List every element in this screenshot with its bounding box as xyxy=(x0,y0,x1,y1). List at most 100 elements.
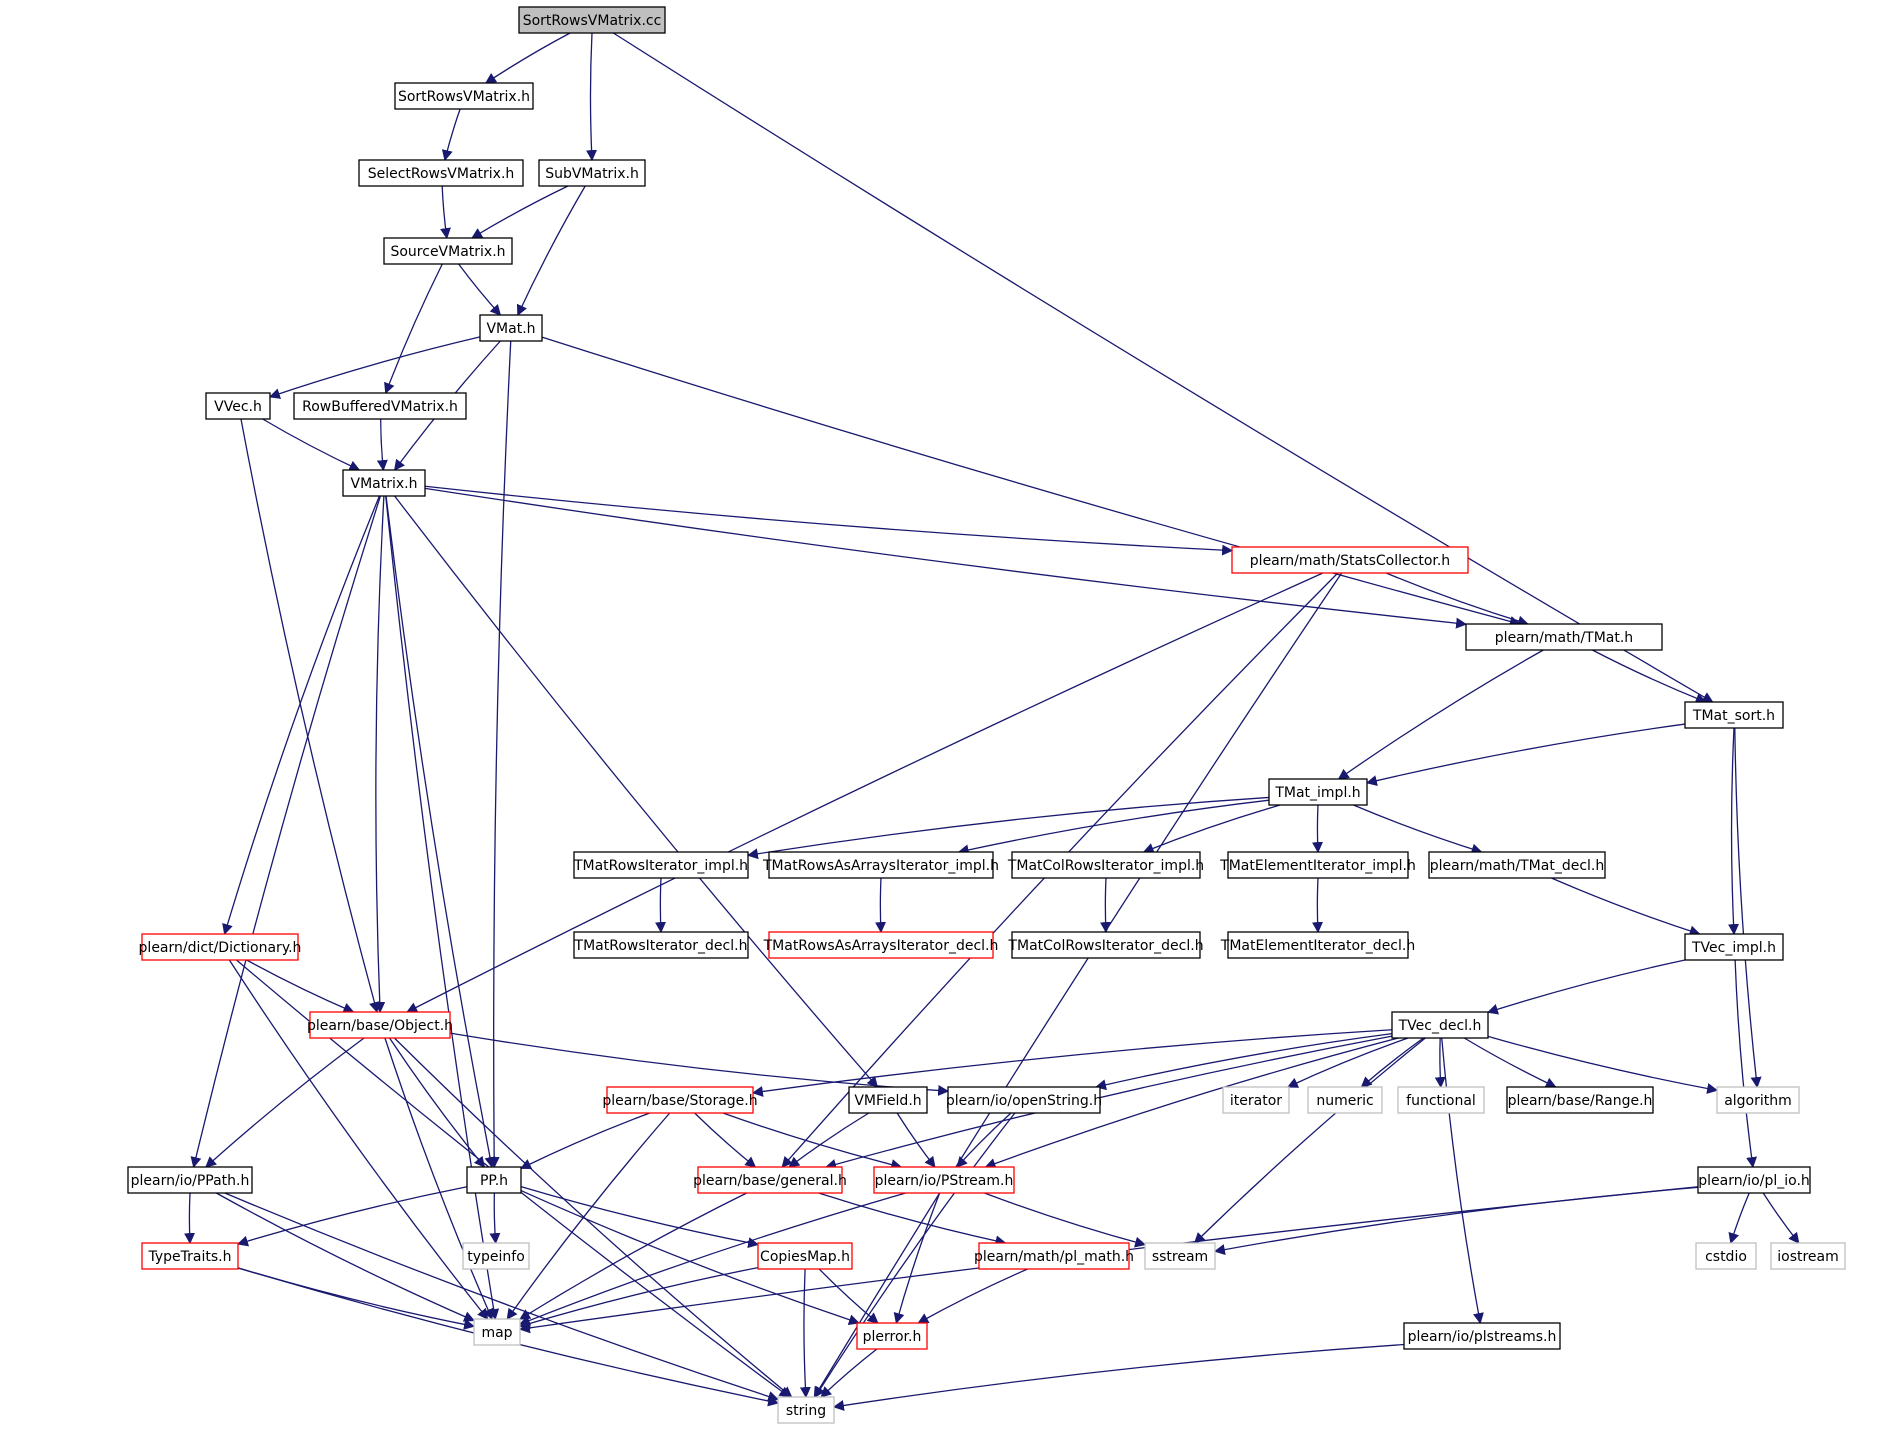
node-dict[interactable]: plearn/dict/Dictionary.h xyxy=(139,933,302,961)
node-storage[interactable]: plearn/base/Storage.h xyxy=(602,1086,758,1114)
edge-vmfield-to-general xyxy=(788,1112,870,1168)
node-box xyxy=(358,159,524,187)
node-tmatdecl[interactable]: plearn/math/TMat_decl.h xyxy=(1428,851,1606,879)
edge-plio-to-sstream xyxy=(1213,1186,1699,1256)
edge-selectrows-to-source xyxy=(440,185,451,240)
node-box xyxy=(466,1166,522,1194)
node-typeinfo: typeinfo xyxy=(462,1242,530,1270)
edge-tmat-to-tmatsort xyxy=(1592,649,1707,704)
node-label: plearn/math/StatsCollector.h xyxy=(1250,553,1450,569)
edge-tvecdecl-to-algorithm xyxy=(1487,1035,1719,1094)
node-vmfield[interactable]: VMField.h xyxy=(848,1086,928,1114)
edge-vmatrix-to-dict xyxy=(222,495,381,936)
node-label: RowBufferedVMatrix.h xyxy=(302,399,458,415)
node-source[interactable]: SourceVMatrix.h xyxy=(383,237,513,265)
node-tvecdecl[interactable]: TVec_decl.h xyxy=(1391,1011,1489,1039)
node-openstr[interactable]: plearn/io/openString.h xyxy=(946,1086,1102,1114)
node-box xyxy=(518,6,666,34)
edge-tvecdecl-to-pstream xyxy=(984,1037,1399,1169)
node-label: TVec_impl.h xyxy=(1691,940,1776,956)
node-box xyxy=(1695,1242,1757,1270)
node-label: plearn/dict/Dictionary.h xyxy=(139,940,302,956)
edge-vmatrix-to-map xyxy=(385,495,500,1321)
node-functional: functional xyxy=(1397,1086,1485,1114)
node-rowsiterdecl[interactable]: TMatRowsIterator_decl.h xyxy=(573,931,749,959)
edge-object-to-map xyxy=(384,1037,494,1321)
edge-tmatimpl-to-colrowsimpl xyxy=(1142,804,1281,854)
node-tmat[interactable]: plearn/math/TMat.h xyxy=(1465,623,1663,651)
edge-plio-to-cstdio xyxy=(1728,1192,1750,1245)
node-label: SortRowsVMatrix.h xyxy=(398,89,530,105)
node-algorithm: algorithm xyxy=(1716,1086,1800,1114)
node-vmat[interactable]: VMat.h xyxy=(479,314,543,342)
node-label: TMatColRowsIterator_decl.h xyxy=(1007,938,1203,954)
node-range[interactable]: plearn/base/Range.h xyxy=(1506,1086,1654,1114)
node-subv[interactable]: SubVMatrix.h xyxy=(538,159,646,187)
edge-object-to-pp xyxy=(389,1037,486,1168)
node-label: SortRowsVMatrix.cc xyxy=(523,13,662,29)
node-plerror[interactable]: plerror.h xyxy=(856,1322,928,1350)
node-label: plearn/io/plstreams.h xyxy=(1408,1329,1557,1345)
node-label: sstream xyxy=(1152,1249,1208,1265)
node-box xyxy=(768,931,994,959)
node-map: map xyxy=(473,1318,521,1346)
edge-root-to-sortrowsh xyxy=(484,32,571,84)
edge-storage-to-pp xyxy=(520,1112,651,1169)
node-colrowsdecl[interactable]: TMatColRowsIterator_decl.h xyxy=(1007,931,1204,959)
node-label: plearn/io/PPath.h xyxy=(131,1173,250,1189)
node-label: TMatElementIterator_impl.h xyxy=(1219,858,1416,874)
node-rowsiterimpl[interactable]: TMatRowsIterator_impl.h xyxy=(573,851,749,879)
node-rowbuf[interactable]: RowBufferedVMatrix.h xyxy=(293,392,467,420)
node-iterator: iterator xyxy=(1222,1086,1290,1114)
node-tmatimpl[interactable]: TMat_impl.h xyxy=(1268,778,1368,806)
node-label: TMat_sort.h xyxy=(1692,708,1775,724)
node-elemimpl[interactable]: TMatElementIterator_impl.h xyxy=(1219,851,1416,879)
node-rowsasdecl[interactable]: TMatRowsAsArraysIterator_decl.h xyxy=(763,931,999,959)
node-general[interactable]: plearn/base/general.h xyxy=(693,1166,847,1194)
edge-object-to-ppath xyxy=(205,1037,365,1168)
node-box xyxy=(1465,623,1663,651)
node-stats[interactable]: plearn/math/StatsCollector.h xyxy=(1231,546,1469,574)
node-pstream[interactable]: plearn/io/PStream.h xyxy=(873,1166,1015,1194)
node-elemdecl[interactable]: TMatElementIterator_decl.h xyxy=(1220,931,1415,959)
edge-stats-to-object xyxy=(406,572,1324,1013)
node-label: numeric xyxy=(1316,1093,1373,1109)
node-box xyxy=(293,392,467,420)
node-label: plearn/base/Storage.h xyxy=(602,1093,757,1109)
edge-tmatdecl-to-tvecimpl xyxy=(1551,877,1701,937)
node-label: TypeTraits.h xyxy=(148,1249,232,1265)
node-label: plearn/math/TMat_decl.h xyxy=(1430,858,1604,874)
node-box xyxy=(473,1318,521,1346)
edge-pp-to-typetraits xyxy=(236,1186,468,1247)
edge-vmatrix-to-object xyxy=(374,495,386,1014)
node-colrowsimpl[interactable]: TMatColRowsIterator_impl.h xyxy=(1007,851,1204,879)
node-typetraits[interactable]: TypeTraits.h xyxy=(141,1242,239,1270)
edge-openstr-to-pstream xyxy=(956,1112,1012,1168)
node-rowsasimpl[interactable]: TMatRowsAsArraysIterator_impl.h xyxy=(762,851,999,879)
node-pp[interactable]: PP.h xyxy=(466,1166,522,1194)
node-root[interactable]: SortRowsVMatrix.cc xyxy=(518,6,666,34)
node-label: typeinfo xyxy=(467,1249,525,1265)
node-plmath[interactable]: plearn/math/pl_math.h xyxy=(974,1242,1134,1270)
node-box xyxy=(697,1166,843,1194)
node-label: CopiesMap.h xyxy=(760,1249,850,1265)
edge-ppath-to-map xyxy=(215,1192,476,1322)
node-tvecimpl[interactable]: TVec_impl.h xyxy=(1684,933,1784,961)
node-plstreams[interactable]: plearn/io/plstreams.h xyxy=(1403,1322,1561,1350)
node-object[interactable]: plearn/base/Object.h xyxy=(307,1011,453,1039)
node-sortrowsh[interactable]: SortRowsVMatrix.h xyxy=(394,82,534,110)
node-copiesmap[interactable]: CopiesMap.h xyxy=(757,1242,853,1270)
node-box xyxy=(538,159,646,187)
node-box xyxy=(873,1166,1015,1194)
node-label: TVec_decl.h xyxy=(1398,1018,1482,1034)
edge-copiesmap-to-plerror xyxy=(818,1268,879,1324)
node-plio[interactable]: plearn/io/pl_io.h xyxy=(1697,1166,1811,1194)
edge-ppath-to-string xyxy=(224,1192,780,1402)
node-tmatsort[interactable]: TMat_sort.h xyxy=(1684,701,1784,729)
node-vmatrix[interactable]: VMatrix.h xyxy=(342,469,426,497)
edge-tvecdecl-to-plstreams xyxy=(1441,1037,1484,1325)
node-selectrows[interactable]: SelectRowsVMatrix.h xyxy=(358,159,524,187)
node-ppath[interactable]: plearn/io/PPath.h xyxy=(127,1166,253,1194)
node-vvec[interactable]: VVec.h xyxy=(205,392,271,420)
node-box xyxy=(1227,851,1409,879)
